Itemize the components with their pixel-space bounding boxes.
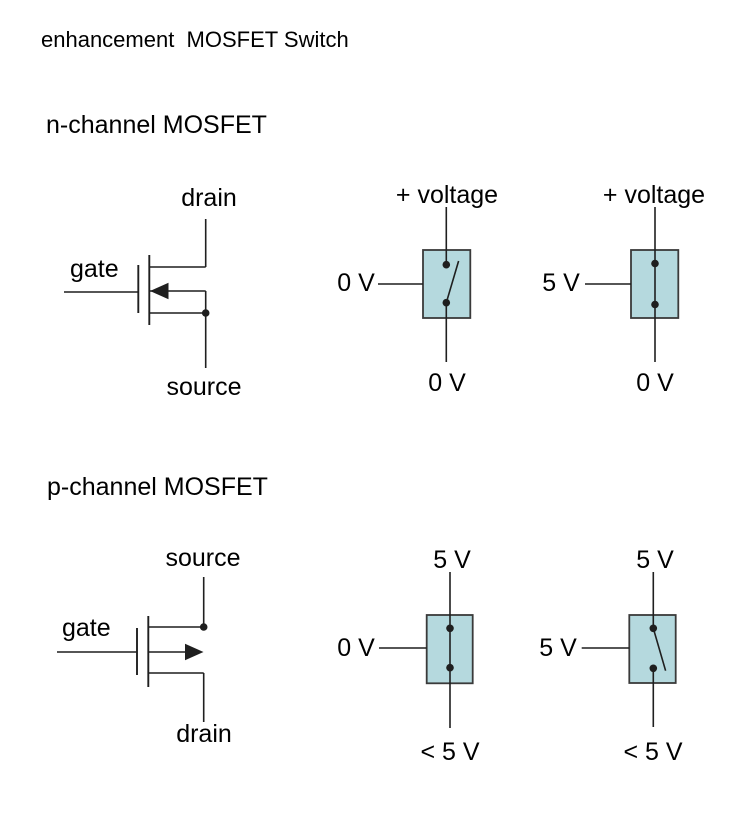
- section-heading-p-channel: p-channel MOSFET: [47, 473, 268, 501]
- switch-lever-open: [652, 628, 667, 671]
- n-channel-mosfet-symbol: [64, 219, 210, 368]
- switch3-gate-voltage-label: 0 V: [337, 634, 375, 662]
- switch1-top-voltage-label: + voltage: [395, 181, 499, 209]
- p-source-label: source: [165, 544, 241, 572]
- switch2-bottom-voltage-label: 0 V: [636, 369, 674, 397]
- n-drain-label: drain: [181, 184, 237, 212]
- p-gate-label: gate: [62, 614, 111, 642]
- p-channel-switch-open: [581, 572, 677, 727]
- bottom-contact-dot: [442, 298, 451, 307]
- switch2-gate-voltage-label: 5 V: [542, 269, 580, 297]
- switch4-bottom-voltage-label: < 5 V: [623, 738, 683, 766]
- top-contact-dot: [446, 624, 454, 633]
- bottom-contact-dot: [649, 664, 658, 673]
- n-source-label: source: [166, 373, 242, 401]
- n-body-arrow-icon: [150, 282, 169, 300]
- p-channel-mosfet-symbol: [57, 577, 208, 722]
- top-contact-dot: [442, 260, 451, 269]
- bottom-contact-dot: [651, 300, 659, 309]
- section-heading-n-channel: n-channel MOSFET: [46, 111, 267, 139]
- switch1-gate-voltage-label: 0 V: [337, 269, 375, 297]
- switch-lever-open: [445, 260, 460, 303]
- switch1-bottom-voltage-label: 0 V: [428, 369, 466, 397]
- switch4-gate-voltage-label: 5 V: [539, 634, 577, 662]
- n-gate-label: gate: [70, 255, 119, 283]
- p-drain-label: drain: [176, 720, 232, 748]
- n-channel-switch-closed: [585, 207, 680, 362]
- switch3-bottom-voltage-label: < 5 V: [420, 738, 480, 766]
- switch3-top-voltage-label: 5 V: [433, 546, 471, 574]
- switch4-top-voltage-label: 5 V: [636, 546, 674, 574]
- top-contact-dot: [651, 259, 659, 268]
- page-title: enhancement MOSFET Switch: [41, 27, 349, 52]
- top-contact-dot: [649, 624, 658, 633]
- p-body-arrow-icon: [185, 643, 204, 661]
- n-channel-switch-open: [378, 207, 472, 362]
- switch2-top-voltage-label: + voltage: [602, 181, 706, 209]
- p-channel-switch-closed: [379, 572, 474, 728]
- bottom-contact-dot: [446, 663, 454, 672]
